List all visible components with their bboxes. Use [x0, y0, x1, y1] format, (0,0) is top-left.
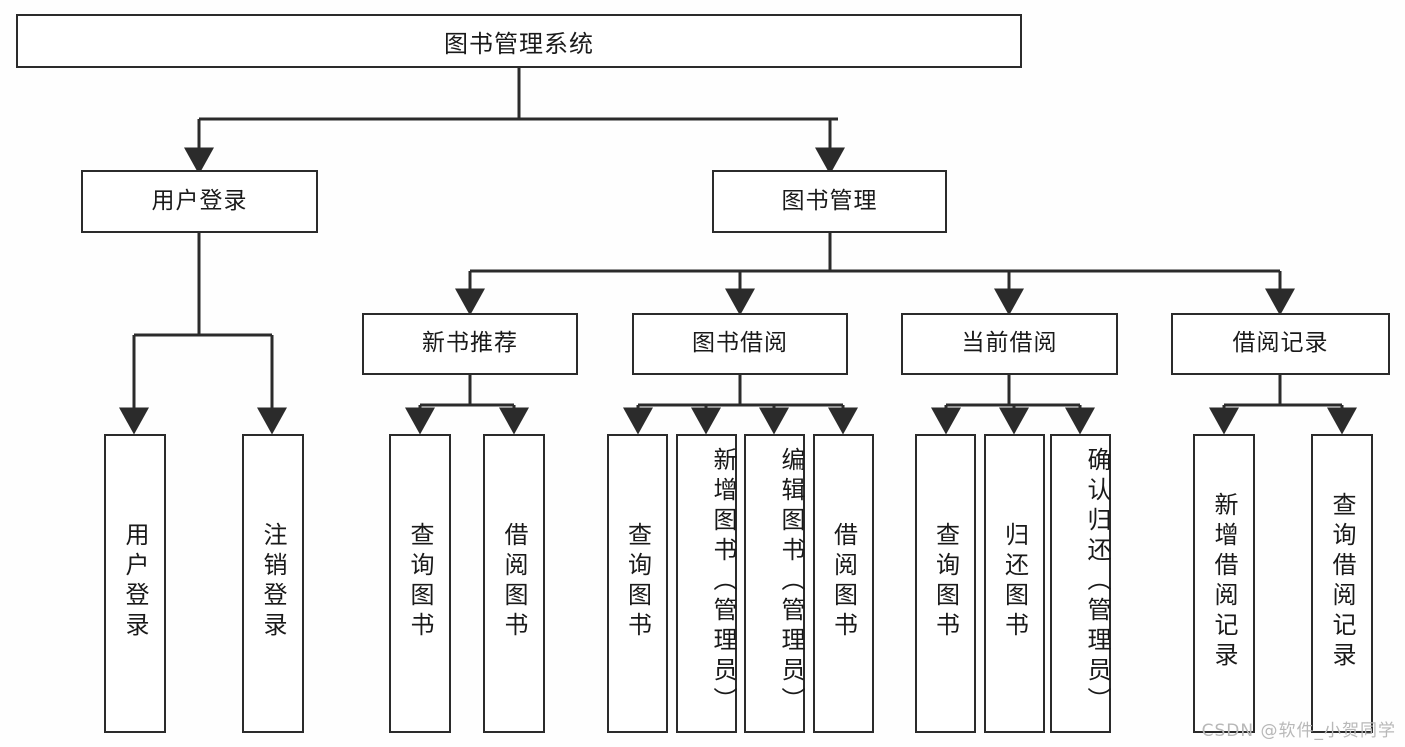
- node-label: 借阅图书: [500, 521, 528, 642]
- node-label: 用户登录: [121, 521, 149, 642]
- node-label: 图书借阅: [692, 330, 788, 357]
- leaf-query-book-recommend[interactable]: 查询图书: [389, 434, 451, 733]
- node-label: 图书管理系统: [444, 29, 594, 58]
- leaf-edit-book-admin[interactable]: 编辑图书（管理员）: [744, 434, 805, 733]
- node-label: 新增借阅记录: [1210, 491, 1238, 672]
- watermark-credit: CSDN @软件_小贺同学: [1201, 721, 1396, 741]
- node-current-borrow[interactable]: 当前借阅: [901, 313, 1118, 375]
- node-label: 查询图书: [623, 521, 652, 642]
- leaf-add-borrow-record[interactable]: 新增借阅记录: [1193, 434, 1255, 733]
- node-label: 借阅记录: [1232, 330, 1329, 357]
- node-label: 编辑图书（管理员）: [777, 446, 805, 717]
- node-root-system[interactable]: 图书管理系统: [16, 14, 1022, 68]
- leaf-query-book-current[interactable]: 查询图书: [915, 434, 976, 733]
- leaf-borrow-book-recommend[interactable]: 借阅图书: [483, 434, 545, 733]
- leaf-query-borrow-record[interactable]: 查询借阅记录: [1311, 434, 1373, 733]
- leaf-add-book-admin[interactable]: 新增图书（管理员）: [676, 434, 737, 733]
- node-label: 新书推荐: [422, 330, 518, 357]
- leaf-query-book-borrow[interactable]: 查询图书: [607, 434, 668, 733]
- node-label: 新增图书（管理员）: [709, 446, 737, 717]
- node-label: 当前借阅: [961, 330, 1058, 357]
- node-label: 注销登录: [259, 521, 287, 642]
- node-label: 图书管理: [781, 187, 878, 214]
- leaf-return-book[interactable]: 归还图书: [984, 434, 1045, 733]
- node-label: 归还图书: [1000, 521, 1029, 642]
- node-book-manage[interactable]: 图书管理: [712, 170, 947, 233]
- leaf-user-login[interactable]: 用户登录: [104, 434, 166, 733]
- node-label: 查询图书: [931, 521, 960, 642]
- node-label: 查询图书: [406, 521, 434, 642]
- node-user-login[interactable]: 用户登录: [81, 170, 318, 233]
- node-new-book-recommend[interactable]: 新书推荐: [362, 313, 578, 375]
- node-label: 借阅图书: [829, 521, 858, 642]
- leaf-user-logout[interactable]: 注销登录: [242, 434, 304, 733]
- node-borrow-record[interactable]: 借阅记录: [1171, 313, 1390, 375]
- leaf-borrow-book-borrow[interactable]: 借阅图书: [813, 434, 874, 733]
- node-book-borrow[interactable]: 图书借阅: [632, 313, 848, 375]
- node-label: 用户登录: [151, 187, 248, 214]
- node-label: 查询借阅记录: [1328, 491, 1356, 672]
- leaf-confirm-return-admin[interactable]: 确认归还（管理员）: [1050, 434, 1111, 733]
- node-label: 确认归还（管理员）: [1083, 446, 1111, 717]
